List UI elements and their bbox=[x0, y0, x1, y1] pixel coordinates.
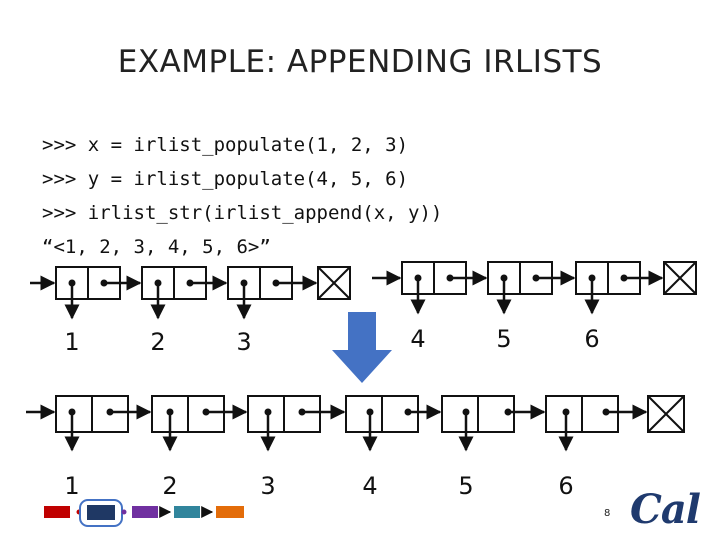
empty-list-icon bbox=[647, 395, 685, 433]
bottom-list: 1 2 3 4 5 6 bbox=[26, 395, 685, 500]
value-label: 5 bbox=[496, 325, 511, 353]
nav-block-navy[interactable] bbox=[87, 505, 115, 520]
value-label: 4 bbox=[410, 325, 425, 353]
cal-logo: Cal bbox=[630, 486, 701, 533]
value-label: 1 bbox=[64, 472, 79, 500]
value-label: 3 bbox=[236, 328, 251, 356]
code-line-1: >>> x = irlist_populate(1, 2, 3) bbox=[42, 134, 409, 156]
value-label: 3 bbox=[260, 472, 275, 500]
code-line-2: >>> y = irlist_populate(4, 5, 6) bbox=[42, 168, 409, 190]
code-line-3: >>> irlist_str(irlist_append(x, y)) bbox=[42, 202, 443, 224]
value-label: 2 bbox=[150, 328, 165, 356]
value-label: 6 bbox=[558, 472, 573, 500]
slide-nav-bar[interactable] bbox=[44, 499, 244, 527]
empty-list-icon bbox=[663, 261, 697, 295]
code-line-4: “<1, 2, 3, 4, 5, 6>” bbox=[42, 236, 271, 258]
value-label: 6 bbox=[584, 325, 599, 353]
slide-title: EXAMPLE: APPENDING IRLISTS bbox=[117, 44, 603, 80]
nav-block-teal[interactable] bbox=[174, 506, 200, 518]
nav-block-purple[interactable] bbox=[132, 506, 158, 518]
nav-block-red[interactable] bbox=[44, 506, 70, 518]
down-arrow-icon bbox=[332, 312, 392, 383]
empty-list-icon bbox=[317, 266, 351, 300]
value-label: 2 bbox=[162, 472, 177, 500]
top-list-y: 4 5 6 bbox=[372, 261, 697, 353]
top-list-x: 1 2 3 bbox=[30, 266, 351, 356]
value-label: 4 bbox=[362, 472, 377, 500]
page-number: 8 bbox=[604, 508, 611, 519]
value-label: 1 bbox=[64, 328, 79, 356]
value-label: 5 bbox=[458, 472, 473, 500]
nav-block-orange[interactable] bbox=[216, 506, 244, 518]
